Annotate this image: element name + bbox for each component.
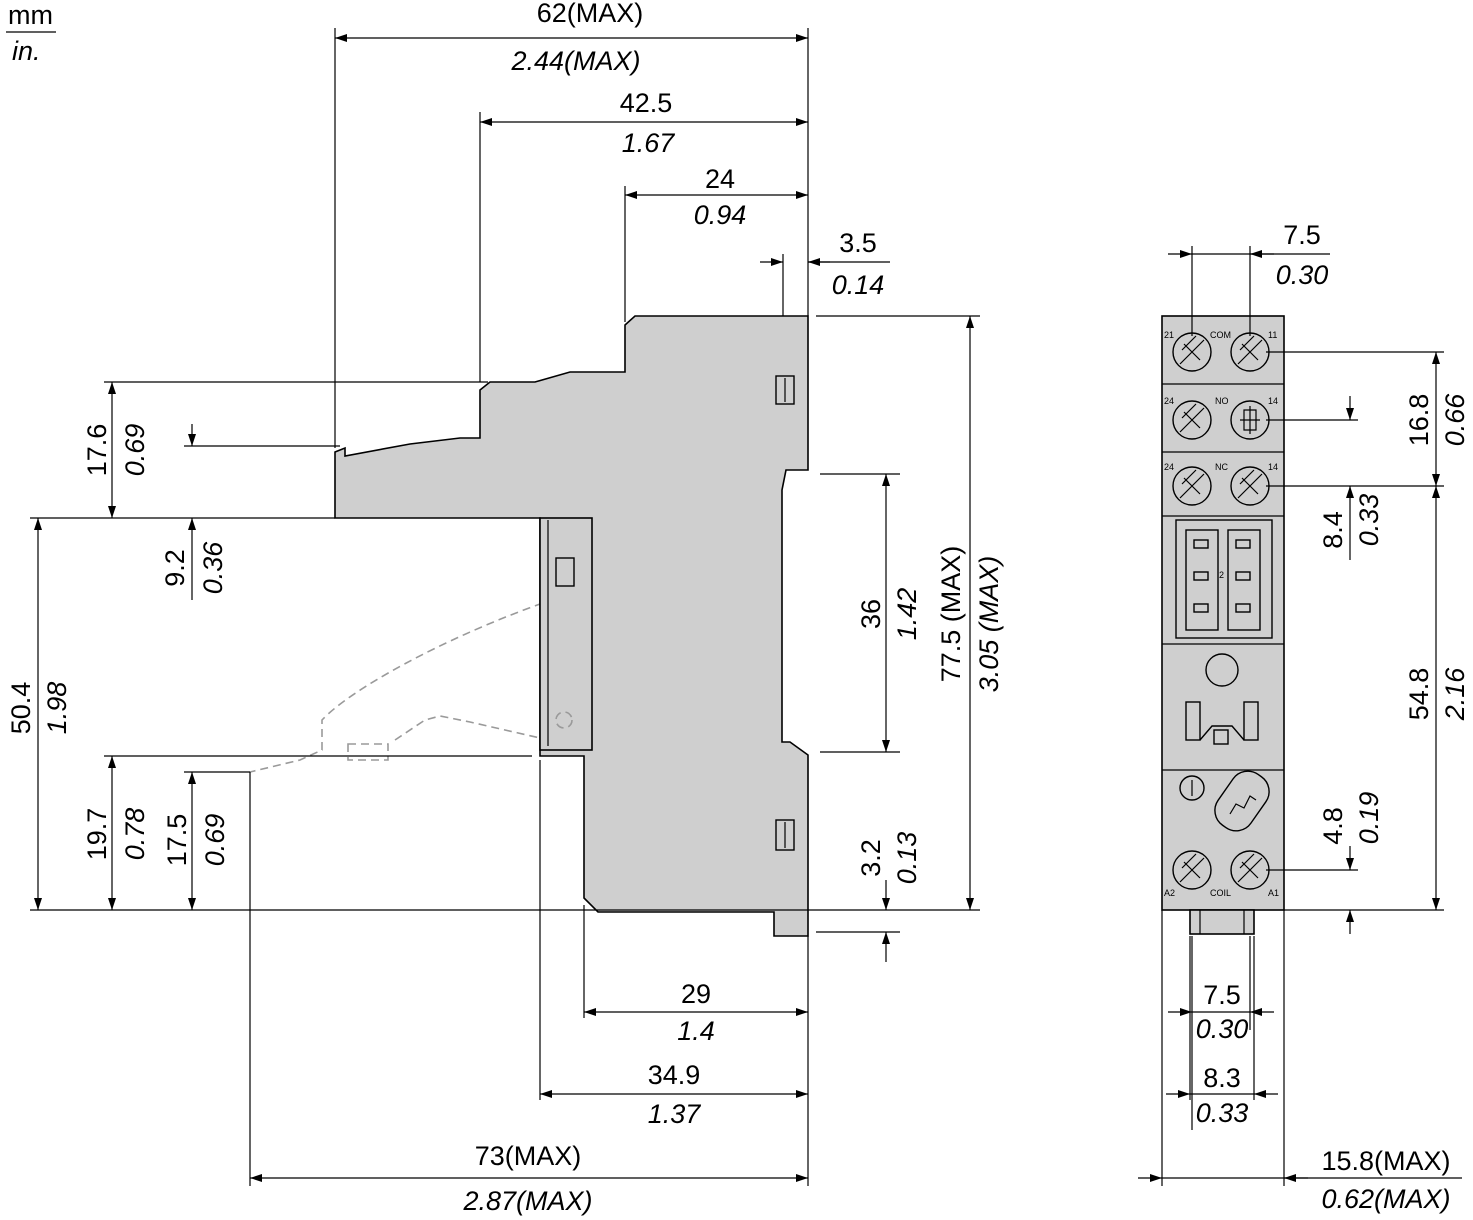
label-2: 2: [1219, 570, 1224, 580]
side-extension-lines: [30, 28, 980, 1186]
label-21: 21: [1164, 330, 1174, 340]
front-foot: [1189, 909, 1255, 935]
dim-terminal-pitch-mm: 7.5: [1283, 220, 1321, 250]
clip-swing-outline: [249, 581, 591, 773]
dim-coil-offset-in: 0.19: [1354, 792, 1384, 845]
coil-area: A2 COIL A1: [1164, 770, 1279, 898]
dim-foot-height-in: 0.13: [892, 832, 922, 885]
dim-base-width-b-mm: 34.9: [648, 1060, 701, 1090]
dim-base-width-a-in: 1.4: [677, 1016, 715, 1046]
dim-terminal-block-in: 0.66: [1440, 393, 1470, 447]
dim-socket-height-mm: 54.8: [1404, 668, 1434, 721]
dim-lower-height-a-mm: 19.7: [82, 808, 112, 861]
dim-terminal-row-in: 0.33: [1354, 494, 1384, 547]
clip-window: [555, 557, 575, 587]
dim-top-step-mm: 17.6: [82, 424, 112, 477]
dim-foot-width-in: 0.33: [1196, 1098, 1249, 1128]
dim-overall-width-mm: 73(MAX): [475, 1141, 582, 1171]
label-24-b: 24: [1164, 462, 1174, 472]
dim-base-width-a-mm: 29: [681, 979, 711, 1009]
dim-rail-width-in: 1.42: [892, 588, 922, 641]
clip-face: [539, 517, 593, 751]
label-24-a: 24: [1164, 396, 1174, 406]
front-extension-lines: [1161, 246, 1444, 1186]
dim-width-max-in: 2.44(MAX): [510, 46, 640, 76]
dim-top-step-in: 0.69: [120, 424, 150, 477]
dim-rail-offset-mm: 3.5: [839, 228, 877, 258]
dim-foot-height-mm: 3.2: [856, 839, 886, 877]
label-no: NO: [1215, 396, 1229, 406]
dim-body-height-in: 1.98: [42, 682, 72, 735]
relay-pin-socket: 2: [1175, 519, 1273, 639]
dim-base-width-b-in: 1.37: [648, 1099, 702, 1129]
dim-rail-width-mm: 36: [856, 599, 886, 629]
label-coil: COIL: [1210, 888, 1231, 898]
dim-body-height-mm: 50.4: [6, 682, 36, 735]
dim-width-step-in: 0.94: [694, 200, 747, 230]
dim-lower-height-b-mm: 17.5: [162, 814, 192, 867]
units-legend: mm in.: [6, 0, 56, 66]
side-view: 62(MAX) 2.44(MAX) 42.5 1.67 24 0.94 3.5 …: [6, 0, 1004, 1216]
dim-clip-step-in: 0.36: [198, 541, 228, 595]
label-11: 11: [1268, 330, 1277, 340]
dim-width-step-mm: 24: [705, 164, 735, 194]
unit-inch: in.: [12, 36, 41, 66]
label-com: COM: [1210, 330, 1231, 340]
unit-mm: mm: [8, 0, 53, 30]
release-latch: [1185, 653, 1259, 745]
dim-coil-offset-mm: 4.8: [1318, 807, 1348, 845]
side-window-bottom: [775, 819, 795, 851]
front-view: 21 COM 11 24 NO 14 24 NC 14: [1138, 220, 1470, 1214]
dim-foot-pitch-in: 0.30: [1196, 1014, 1249, 1044]
dim-terminal-pitch-in: 0.30: [1276, 260, 1329, 290]
dim-foot-pitch-mm: 7.5: [1203, 980, 1241, 1010]
dim-total-height-mm: 77.5 (MAX): [936, 546, 966, 683]
dim-front-width-mm: 15.8(MAX): [1321, 1146, 1450, 1176]
dim-clip-step-mm: 9.2: [160, 549, 190, 587]
label-14-a: 14: [1268, 396, 1278, 406]
dim-total-height-in: 3.05 (MAX): [974, 556, 1004, 693]
dim-lower-height-b-in: 0.69: [200, 814, 230, 867]
dim-overall-width-in: 2.87(MAX): [462, 1186, 592, 1216]
dim-width-mid-mm: 42.5: [620, 88, 673, 118]
label-a1: A1: [1268, 888, 1279, 898]
dim-socket-height-in: 2.16: [1440, 667, 1470, 722]
label-nc: NC: [1215, 462, 1228, 472]
dim-terminal-row-mm: 8.4: [1318, 511, 1348, 549]
dim-rail-offset-in: 0.14: [832, 270, 885, 300]
dim-width-max-mm: 62(MAX): [537, 0, 644, 28]
dim-width-mid-in: 1.67: [622, 128, 676, 158]
dim-foot-width-mm: 8.3: [1203, 1063, 1241, 1093]
dim-front-width-in: 0.62(MAX): [1321, 1184, 1450, 1214]
dim-terminal-block-mm: 16.8: [1404, 394, 1434, 447]
label-14-b: 14: [1268, 462, 1278, 472]
dim-lower-height-a-in: 0.78: [120, 808, 150, 861]
front-body: [1161, 315, 1285, 911]
side-window-top: [775, 375, 795, 405]
label-a2: A2: [1164, 888, 1175, 898]
